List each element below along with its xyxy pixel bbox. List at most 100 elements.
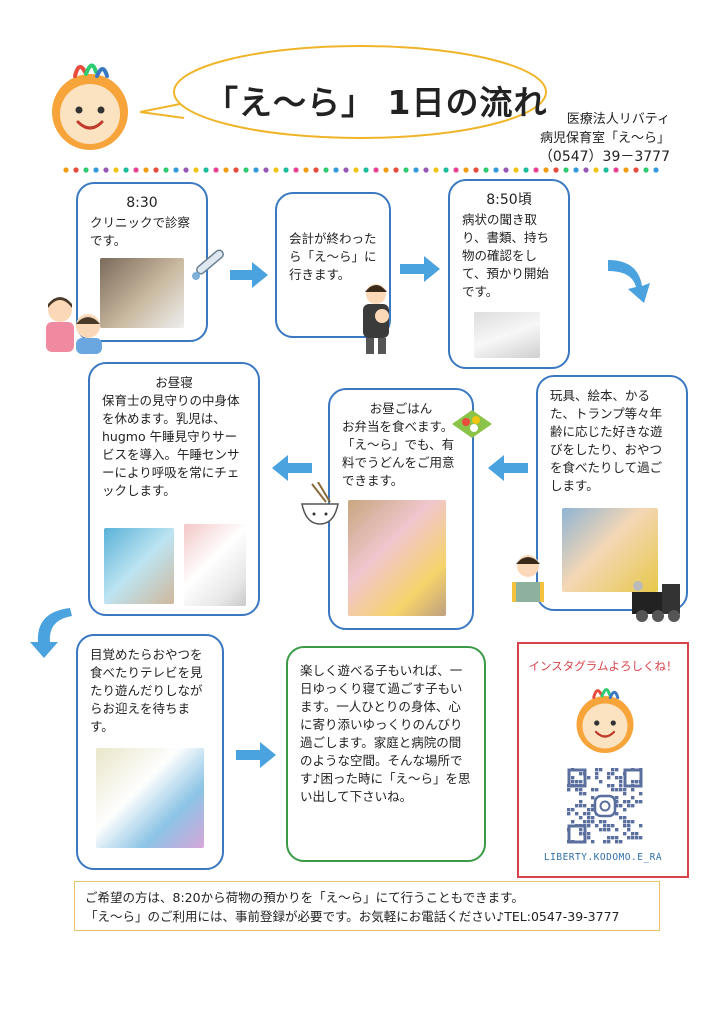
qr-module [583, 804, 587, 808]
qr-module [635, 836, 639, 840]
arrow-right-2 [400, 256, 440, 282]
qr-module [619, 804, 623, 808]
divider-dot [173, 167, 179, 173]
divider-dot [343, 167, 349, 173]
qr-module [591, 816, 595, 820]
divider-dot [523, 167, 529, 173]
qr-module [583, 812, 587, 816]
qr-module [615, 776, 619, 780]
reading-child-illustration [512, 555, 544, 602]
footer-line-2: 「え～ら」のご利用には、事前登録が必要です。お気軽にお電話ください♪TEL:05… [85, 909, 620, 924]
documents-photo [474, 312, 540, 358]
arrow-left-1 [488, 455, 528, 481]
divider-dot [253, 167, 259, 173]
divider-dot [603, 167, 609, 173]
qr-module [631, 804, 635, 808]
divider-dot [573, 167, 579, 173]
clinic-info: 医療法人リバティ 病児保育室「え～ら」 （0547）39－3777 [539, 110, 670, 167]
divider-dot [613, 167, 619, 173]
qr-module [619, 816, 623, 820]
bento-box-illustration [452, 410, 492, 438]
step-1-text: クリニックで診察です。 [90, 215, 191, 248]
play-photo [562, 508, 658, 592]
qr-module [607, 828, 611, 832]
divider-dot [103, 167, 109, 173]
divider-dot [313, 167, 319, 173]
qr-module [615, 812, 619, 816]
qr-module [623, 788, 627, 792]
divider-dot [283, 167, 289, 173]
qr-module [579, 804, 583, 808]
thermometer-icon [192, 249, 224, 280]
divider-dot [443, 167, 449, 173]
qr-module [567, 812, 571, 816]
qr-module [631, 820, 635, 824]
qr-module [631, 836, 635, 840]
qr-module [607, 784, 611, 788]
step-2-text: 会計が終わったら「え～ら」に行きます。 [289, 231, 377, 282]
arrow-left-2 [272, 455, 312, 481]
qr-module [567, 808, 571, 812]
qr-module [571, 808, 575, 812]
qr-module [631, 780, 635, 784]
divider-dot [373, 167, 379, 173]
arrow-right-3 [236, 742, 276, 768]
qr-module [607, 776, 611, 780]
qr-module [595, 768, 599, 772]
qr-module [587, 812, 591, 816]
qr-module [631, 788, 635, 792]
qr-module [615, 788, 619, 792]
divider-dot [643, 167, 649, 173]
clinic-name: 医療法人リバティ [566, 112, 670, 127]
qr-module [623, 800, 627, 804]
qr-module [635, 800, 639, 804]
qr-module [591, 796, 595, 800]
qr-module [623, 832, 627, 836]
instagram-box: インスタグラムよろしくね！ LIBERTY.KODOMO.E_RA [517, 642, 689, 878]
divider-dot [213, 167, 219, 173]
divider-dot [423, 167, 429, 173]
instagram-handle[interactable]: LIBERTY.KODOMO.E_RA [543, 852, 663, 863]
divider-dot [233, 167, 239, 173]
qr-module [615, 800, 619, 804]
qr-module [599, 828, 603, 832]
qr-module [595, 788, 599, 792]
qr-module [615, 836, 619, 840]
divider-dot [583, 167, 589, 173]
arrow-curve-down-2 [30, 608, 72, 658]
qr-module [623, 792, 627, 796]
qr-module [611, 824, 615, 828]
qr-module [587, 776, 591, 780]
qr-module [603, 828, 607, 832]
qr-module [587, 816, 591, 820]
divider-dot [263, 167, 269, 173]
qr-module [591, 840, 595, 844]
qr-module [575, 780, 579, 784]
qr-module [607, 772, 611, 776]
qr-module [627, 820, 631, 824]
divider-dot [503, 167, 509, 173]
divider-dot [113, 167, 119, 173]
qr-module [583, 820, 587, 824]
qr-code-icon[interactable] [567, 768, 643, 844]
page-title: 「え～ら」 1日の流れ [205, 83, 548, 122]
divider-dot [153, 167, 159, 173]
divider-dot [333, 167, 339, 173]
logo-face-icon [52, 63, 128, 150]
divider-dot [323, 167, 329, 173]
divider-dot [183, 167, 189, 173]
qr-module [619, 780, 623, 784]
udon-bowl-illustration [301, 482, 339, 525]
divider-dot [593, 167, 599, 173]
divider-dot [433, 167, 439, 173]
qr-module [595, 776, 599, 780]
step-1-time: 8:30 [126, 195, 158, 211]
divider-dot [513, 167, 519, 173]
qr-module [579, 800, 583, 804]
divider-dot [363, 167, 369, 173]
qr-module [635, 780, 639, 784]
qr-module [587, 820, 591, 824]
divider-dot [193, 167, 199, 173]
qr-module [579, 828, 583, 832]
qr-module [619, 788, 623, 792]
